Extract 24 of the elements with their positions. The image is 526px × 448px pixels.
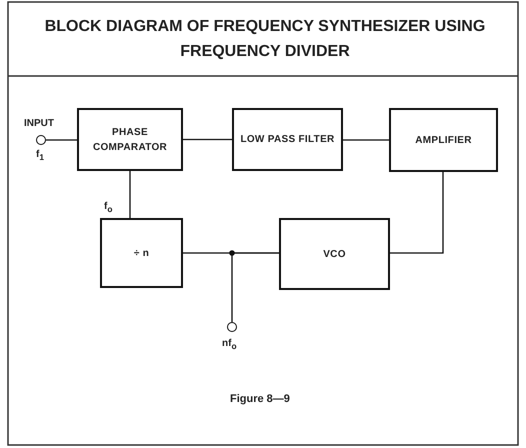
- figure-caption: Figure 8—9: [230, 393, 290, 405]
- block-label: VCO: [322, 248, 347, 262]
- block-label: AMPLIFIER: [414, 134, 473, 148]
- terminal-label: nf$_{o}$: [222, 338, 237, 351]
- connector-line: [129, 171, 131, 218]
- block-label: ÷ n: [132, 246, 150, 260]
- block-label: PHASE COMPARATOR: [92, 126, 168, 154]
- title: BLOCK DIAGRAM OF FREQUENCY SYNTHESIZER USING FREQUENCY DIVIDER: [44, 17, 486, 62]
- terminal-label: INPUT: [24, 118, 54, 129]
- process-block: [100, 218, 183, 288]
- connector-line: [231, 252, 279, 322]
- block-label: LOW PASS FILTER: [239, 133, 336, 147]
- terminal-circle: [36, 135, 46, 145]
- connector-line: [183, 138, 232, 140]
- process-block: [77, 108, 183, 171]
- connector-line: [46, 139, 77, 141]
- connector-line: [343, 139, 389, 141]
- process-block: [279, 218, 390, 290]
- edge-label: f$_{o}$: [104, 200, 112, 214]
- connector-line: [390, 172, 444, 254]
- process-block: [389, 108, 498, 172]
- process-block: [232, 108, 343, 171]
- terminal-circle: [227, 322, 237, 332]
- terminal-label: f$_{1}$: [36, 149, 44, 162]
